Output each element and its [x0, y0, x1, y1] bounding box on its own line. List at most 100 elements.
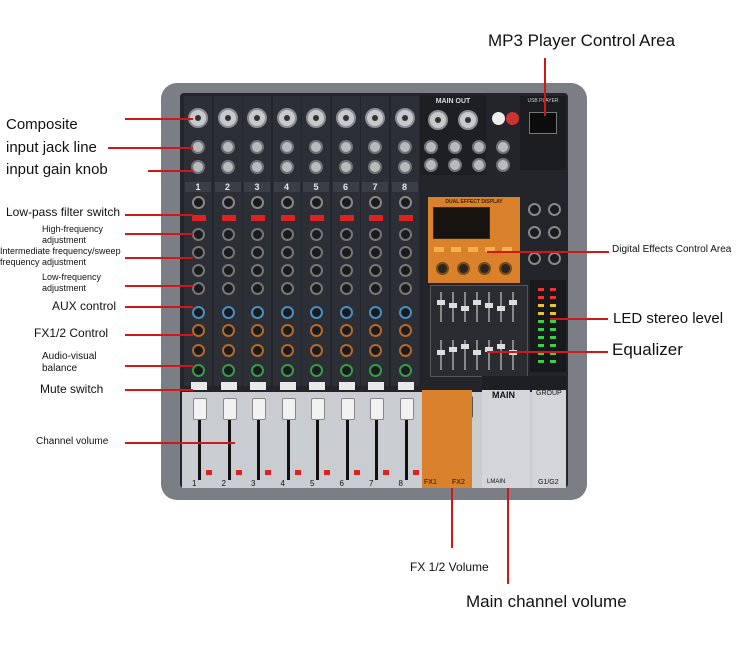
channel-knob[interactable] — [280, 264, 294, 277]
mute-button[interactable] — [397, 382, 414, 390]
line-input-jack[interactable] — [279, 140, 294, 154]
effects-button[interactable] — [451, 247, 461, 252]
rca-jack[interactable] — [492, 112, 505, 125]
channel-fader[interactable] — [193, 398, 207, 420]
eq-slider-cap[interactable] — [437, 350, 445, 355]
low-pass-switch[interactable] — [369, 215, 383, 221]
channel-knob[interactable] — [251, 282, 264, 295]
channel-knob[interactable] — [251, 324, 264, 337]
channel-knob[interactable] — [339, 246, 353, 259]
channel-knob[interactable] — [192, 364, 205, 377]
channel-knob[interactable] — [339, 364, 353, 377]
channel-knob[interactable] — [251, 344, 264, 357]
low-pass-switch[interactable] — [398, 215, 413, 221]
output-jack[interactable] — [424, 158, 438, 172]
gain-knob[interactable] — [339, 196, 353, 209]
gain-knob[interactable] — [251, 196, 264, 209]
channel-knob[interactable] — [369, 228, 382, 241]
mic-input-xlr[interactable] — [394, 108, 415, 128]
effects-knob[interactable] — [478, 262, 491, 275]
channel-fader[interactable] — [281, 398, 296, 420]
channel-knob[interactable] — [251, 264, 264, 277]
mic-input-xlr[interactable] — [335, 108, 356, 128]
line-input-jack[interactable] — [191, 140, 205, 154]
mute-button[interactable] — [279, 382, 296, 390]
channel-fader[interactable] — [252, 398, 266, 420]
mute-button[interactable] — [338, 382, 355, 390]
mic-input-xlr[interactable] — [306, 108, 326, 128]
channel-knob[interactable] — [339, 306, 353, 319]
channel-knob[interactable] — [398, 364, 412, 377]
mute-button[interactable] — [368, 382, 384, 390]
channel-knob[interactable] — [398, 306, 412, 319]
channel-knob[interactable] — [192, 306, 205, 319]
line-input-jack[interactable] — [250, 140, 264, 154]
low-pass-switch[interactable] — [310, 215, 324, 221]
insert-jack[interactable] — [309, 160, 323, 174]
low-pass-switch[interactable] — [251, 215, 265, 221]
output-jack[interactable] — [448, 158, 462, 172]
channel-knob[interactable] — [251, 364, 264, 377]
insert-jack[interactable] — [397, 160, 412, 174]
gain-knob[interactable] — [310, 196, 323, 209]
line-input-jack[interactable] — [338, 140, 353, 154]
channel-knob[interactable] — [398, 228, 412, 241]
eq-slider-cap[interactable] — [437, 300, 445, 305]
channel-knob[interactable] — [369, 344, 382, 357]
channel-fader[interactable] — [340, 398, 355, 420]
mic-input-xlr[interactable] — [276, 108, 297, 128]
eq-slider-cap[interactable] — [461, 306, 469, 311]
mute-button[interactable] — [191, 382, 207, 390]
line-input-jack[interactable] — [368, 140, 382, 154]
channel-knob[interactable] — [280, 364, 294, 377]
gain-knob[interactable] — [280, 196, 294, 209]
eq-slider-cap[interactable] — [497, 306, 505, 311]
line-input-jack[interactable] — [397, 140, 412, 154]
output-jack[interactable] — [448, 140, 462, 154]
insert-jack[interactable] — [338, 160, 353, 174]
output-jack[interactable] — [496, 140, 510, 154]
channel-knob[interactable] — [192, 228, 205, 241]
effects-button[interactable] — [502, 247, 512, 252]
channel-knob[interactable] — [369, 264, 382, 277]
insert-jack[interactable] — [191, 160, 205, 174]
master-knob[interactable] — [548, 252, 561, 265]
eq-slider-cap[interactable] — [449, 347, 457, 352]
channel-knob[interactable] — [280, 324, 294, 337]
channel-knob[interactable] — [280, 228, 294, 241]
channel-knob[interactable] — [398, 344, 412, 357]
channel-knob[interactable] — [339, 344, 353, 357]
gain-knob[interactable] — [192, 196, 205, 209]
insert-jack[interactable] — [250, 160, 264, 174]
channel-knob[interactable] — [369, 306, 382, 319]
master-knob[interactable] — [528, 226, 541, 239]
channel-fader[interactable] — [311, 398, 325, 420]
channel-knob[interactable] — [398, 246, 412, 259]
eq-slider-cap[interactable] — [497, 344, 505, 349]
effects-knob[interactable] — [436, 262, 449, 275]
channel-knob[interactable] — [251, 306, 264, 319]
channel-knob[interactable] — [221, 264, 235, 277]
channel-knob[interactable] — [192, 282, 205, 295]
channel-knob[interactable] — [369, 282, 382, 295]
channel-knob[interactable] — [251, 228, 264, 241]
channel-knob[interactable] — [339, 282, 353, 295]
line-input-jack[interactable] — [309, 140, 323, 154]
eq-slider-cap[interactable] — [473, 350, 481, 355]
channel-knob[interactable] — [310, 324, 323, 337]
channel-knob[interactable] — [221, 306, 235, 319]
mic-input-xlr[interactable] — [247, 108, 267, 128]
main-out-right-xlr[interactable] — [458, 110, 478, 130]
eq-slider-cap[interactable] — [509, 300, 517, 305]
gain-knob[interactable] — [221, 196, 235, 209]
main-out-left-xlr[interactable] — [428, 110, 448, 130]
low-pass-switch[interactable] — [192, 215, 206, 221]
channel-knob[interactable] — [398, 264, 412, 277]
eq-slider-cap[interactable] — [449, 303, 457, 308]
channel-knob[interactable] — [192, 324, 205, 337]
channel-knob[interactable] — [192, 246, 205, 259]
mute-button[interactable] — [309, 382, 325, 390]
master-knob[interactable] — [548, 226, 561, 239]
channel-knob[interactable] — [369, 246, 382, 259]
gain-knob[interactable] — [398, 196, 412, 209]
